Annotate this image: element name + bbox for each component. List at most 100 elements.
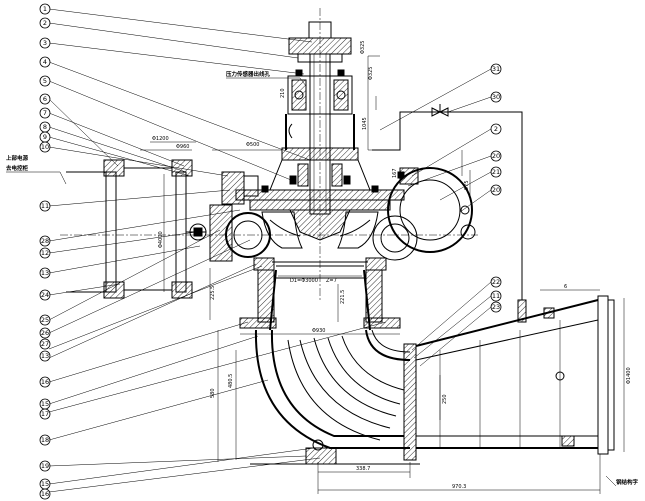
svg-text:7: 7 — [43, 109, 47, 117]
dimension-label: 480.5 — [228, 374, 234, 388]
callout-bubble: 24 — [39, 289, 51, 301]
dimension-label: Φ325 — [360, 41, 366, 54]
callout-bubble: 16 — [39, 488, 51, 500]
svg-text:9: 9 — [43, 133, 47, 141]
svg-text:23: 23 — [492, 303, 500, 311]
ground-note: 钢结构字 — [616, 478, 639, 486]
callout-bubble: 11 — [490, 290, 502, 302]
callout-bubble: 8 — [39, 121, 51, 133]
dimension-label: 338.7 — [356, 466, 370, 472]
volute-right — [372, 167, 476, 261]
callout-bubble: 13 — [39, 350, 51, 362]
inlet-duct — [415, 295, 615, 455]
svg-text:26: 26 — [41, 329, 49, 337]
callout-bubble: 10 — [39, 141, 51, 153]
svg-text:3: 3 — [43, 39, 47, 47]
svg-text:11: 11 — [492, 292, 500, 300]
callout-bubble: 15 — [39, 398, 51, 410]
callout-bubble: 5 — [39, 75, 51, 87]
dimension-label: 210 — [280, 88, 286, 98]
callout-bubble: 13 — [39, 267, 51, 279]
callout-bubble: 25 — [39, 314, 51, 326]
upper-flow-note-b: 去电控柜 — [6, 164, 29, 172]
svg-text:16: 16 — [41, 490, 49, 498]
callout-bubble: 12 — [39, 247, 51, 259]
svg-text:19: 19 — [41, 462, 49, 470]
callout-bubble: 23 — [490, 301, 502, 313]
callout-bubble: 11 — [39, 200, 51, 212]
callout-bubble: 2 — [39, 17, 51, 29]
callout-bubble: 3 — [39, 37, 51, 49]
callouts-left: 1 2 3 4 5 6 7 8 9 10 11 28 12 13 24 25 2… — [39, 3, 51, 500]
dimension-label: D1=Φ3000 — [290, 278, 318, 284]
callout-bubble: 21 — [490, 166, 502, 178]
svg-text:21: 21 — [492, 168, 500, 176]
pressure-tube — [372, 104, 523, 300]
svg-text:4: 4 — [43, 58, 47, 66]
volute-left — [189, 171, 271, 262]
svg-text:11: 11 — [41, 202, 49, 210]
svg-text:15: 15 — [41, 400, 49, 408]
svg-text:18: 18 — [41, 436, 49, 444]
dimension-label: 225.5 — [210, 286, 216, 300]
leader-lines — [48, 8, 492, 493]
svg-text:28: 28 — [41, 237, 49, 245]
callout-bubble: 1 — [39, 3, 51, 15]
dimension-label: Φ1400 — [626, 367, 632, 384]
dimension-label: Φ960 — [176, 144, 189, 150]
callout-bubble: 20 — [490, 184, 502, 196]
callout-bubble: 27 — [39, 338, 51, 350]
callout-bubble: 15 — [39, 478, 51, 490]
svg-text:20: 20 — [492, 152, 500, 160]
callout-bubble: 28 — [39, 235, 51, 247]
svg-text:1: 1 — [43, 5, 47, 13]
callout-bubble: 30 — [490, 91, 502, 103]
dimension-label: Φ930 — [312, 328, 325, 334]
dimension-label: 6 — [564, 284, 567, 290]
callout-bubble: 9 — [39, 131, 51, 143]
pressure-port-note: 压力传感器出线孔 — [226, 70, 271, 78]
notes: 压力传感器出线孔 上部电源 去电控柜 钢结构字 — [6, 70, 639, 487]
callout-bubble: 6 — [39, 93, 51, 105]
callouts-right: 31 30 2 20 21 20 22 11 23 — [490, 63, 502, 313]
svg-text:13: 13 — [41, 269, 49, 277]
svg-text:6: 6 — [43, 95, 47, 103]
callout-bubble: 4 — [39, 56, 51, 68]
dimension-lines — [140, 55, 625, 494]
svg-text:2: 2 — [43, 19, 47, 27]
svg-text:30: 30 — [492, 93, 500, 101]
coupling-flange — [288, 21, 352, 63]
svg-text:13: 13 — [41, 352, 49, 360]
svg-text:20: 20 — [492, 186, 500, 194]
dimension-label: 221.5 — [340, 290, 346, 304]
dimension-label: 580 — [210, 388, 216, 398]
svg-text:31: 31 — [492, 65, 500, 73]
callout-bubble: 18 — [39, 434, 51, 446]
svg-text:25: 25 — [41, 316, 49, 324]
dimension-label: 970.3 — [452, 484, 466, 490]
callout-bubble: 2 — [490, 123, 502, 135]
svg-text:8: 8 — [43, 123, 47, 131]
svg-text:15: 15 — [41, 480, 49, 488]
callout-bubble: 7 — [39, 107, 51, 119]
bearing-housing — [287, 69, 353, 115]
bearing-bracket — [281, 114, 359, 161]
dimension-label: Z=7 — [326, 278, 337, 284]
svg-text:12: 12 — [41, 249, 49, 257]
upper-flow-note-a: 上部电源 — [6, 154, 29, 162]
dimension-label: Φ500 — [246, 142, 259, 148]
discharge-flange-left — [66, 159, 206, 299]
svg-text:27: 27 — [41, 340, 49, 348]
callout-bubble: 19 — [39, 460, 51, 472]
callout-bubble: 31 — [490, 63, 502, 75]
dimension-label: Φ325 — [368, 67, 374, 80]
svg-text:17: 17 — [41, 410, 49, 418]
impeller — [261, 209, 379, 249]
dimension-label: 167 — [392, 168, 398, 178]
callout-bubble: 22 — [490, 276, 502, 288]
svg-text:16: 16 — [41, 378, 49, 386]
callout-bubble: 26 — [39, 327, 51, 339]
svg-text:5: 5 — [43, 77, 47, 85]
dimension-label: Φ1200 — [152, 136, 169, 142]
